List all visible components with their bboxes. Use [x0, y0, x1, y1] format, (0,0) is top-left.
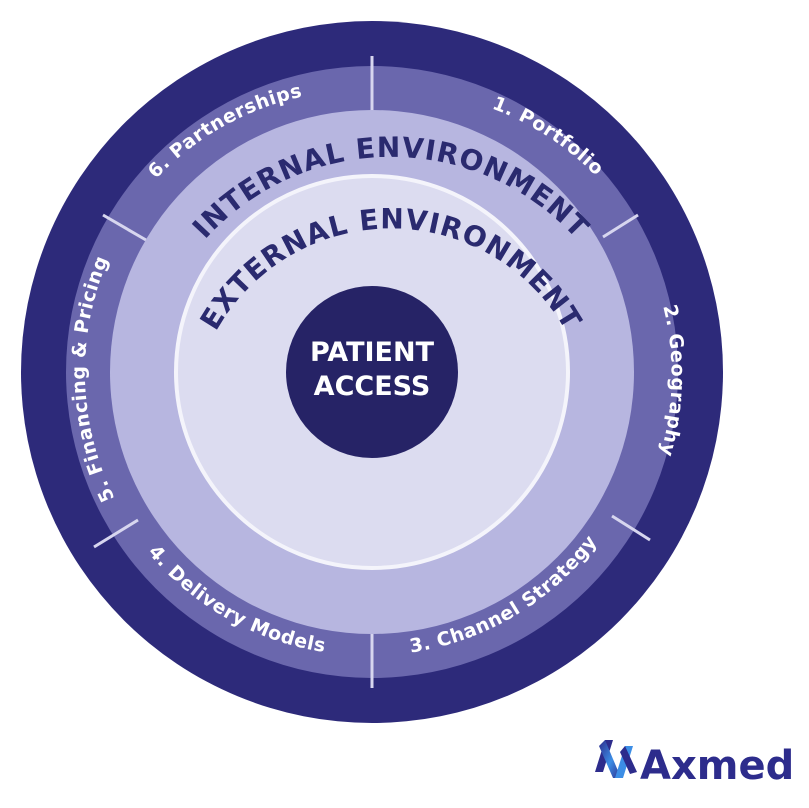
- segment-dividers: [93, 56, 651, 688]
- axmed-wordmark: Axmed: [640, 743, 794, 789]
- patient-access-core: [286, 286, 458, 458]
- axmed-logo-icon: [595, 740, 637, 778]
- patient-access-line2: ACCESS: [314, 371, 431, 402]
- patient-access-line1: PATIENT: [310, 337, 435, 368]
